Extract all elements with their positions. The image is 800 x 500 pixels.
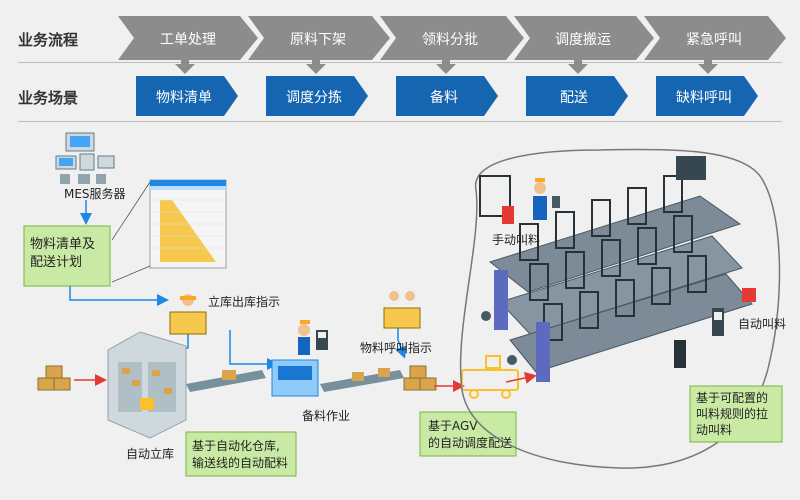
auto-call-label: 自动叫料 [738,317,786,331]
row-divider [18,62,782,63]
scenario-step: 调度分拣 [266,76,368,116]
process-step: 紧急呼叫 [644,16,786,60]
red-arrow [505,372,537,384]
scenario-step-label: 物料清单 [156,90,212,106]
picking-label: 备料作业 [302,409,350,423]
manual-call-label: 手动叫料 [492,233,540,247]
spreadsheet-image [149,179,227,269]
auto-warehouse-illustration [107,331,187,439]
conveyor-illustration [186,368,404,392]
warehouse-out-operator-icon [169,294,207,335]
scenario-row-label: 业务场景 [18,89,79,107]
down-arrow-icon [306,56,326,74]
production-line-illustration [479,156,753,382]
scenario-step: 物料清单 [136,76,238,116]
bom-plan-note-text: 物料清单及配送计划 [30,237,95,270]
process-step-label: 紧急呼叫 [686,32,742,48]
material-call-operator-icon [383,291,421,329]
zoom-lines [111,181,151,283]
bom-plan-note [23,225,111,287]
scenario-step-label: 缺料呼叫 [676,90,732,106]
process-chevrons: 工单处理 原料下架 领料分批 调度搬运 紧急呼叫 [118,16,786,60]
auto-warehouse-note [185,431,297,477]
process-step: 工单处理 [118,16,258,60]
process-step-label: 调度搬运 [555,32,611,48]
down-arrow-icon [175,56,195,74]
process-step: 调度搬运 [514,16,654,60]
scenario-step: 配送 [526,76,628,116]
down-arrow-icon [568,56,588,74]
agv-note [419,411,517,457]
material-call-label: 物料呼叫指示 [360,340,432,355]
pull-call-note-text: 基于可配置的叫料规则的拉动叫料 [696,390,768,437]
auto-warehouse-label: 自动立库 [126,446,174,461]
scenario-step: 备料 [396,76,498,116]
process-step-label: 工单处理 [160,32,216,48]
flow-lines [69,200,407,370]
scenario-step-label: 配送 [560,90,588,106]
manual-call-operator-icon [502,178,560,224]
scenario-step-label: 调度分拣 [286,90,342,106]
picking-station-illustration [271,320,328,397]
down-arrow-icon [436,56,456,74]
mes-server-label: MES服务器 [64,186,126,201]
scenario-chevrons: 物料清单 调度分拣 备料 配送 缺料呼叫 [136,76,758,116]
auto-warehouse-note-text: 基于自动化仓库,输送线的自动配料 [192,438,288,470]
process-row-label: 业务流程 [18,31,79,49]
process-step-label: 原料下架 [290,32,346,48]
boxes-icon [37,365,71,391]
process-step: 领料分批 [380,16,524,60]
down-arrows [175,56,718,74]
scenario-step: 缺料呼叫 [656,76,758,116]
down-arrow-icon [698,56,718,74]
pull-call-note [689,385,783,443]
boxes-icon [403,365,437,391]
scenario-step-label: 备料 [430,89,458,106]
process-step: 原料下架 [248,16,390,60]
auto-call-icon [674,288,756,368]
process-step-label: 领料分批 [422,32,478,48]
production-area-outline [459,148,781,469]
mes-server-icon [55,132,115,184]
warehouse-out-label: 立库出库指示 [208,294,280,309]
row-divider [18,121,782,122]
